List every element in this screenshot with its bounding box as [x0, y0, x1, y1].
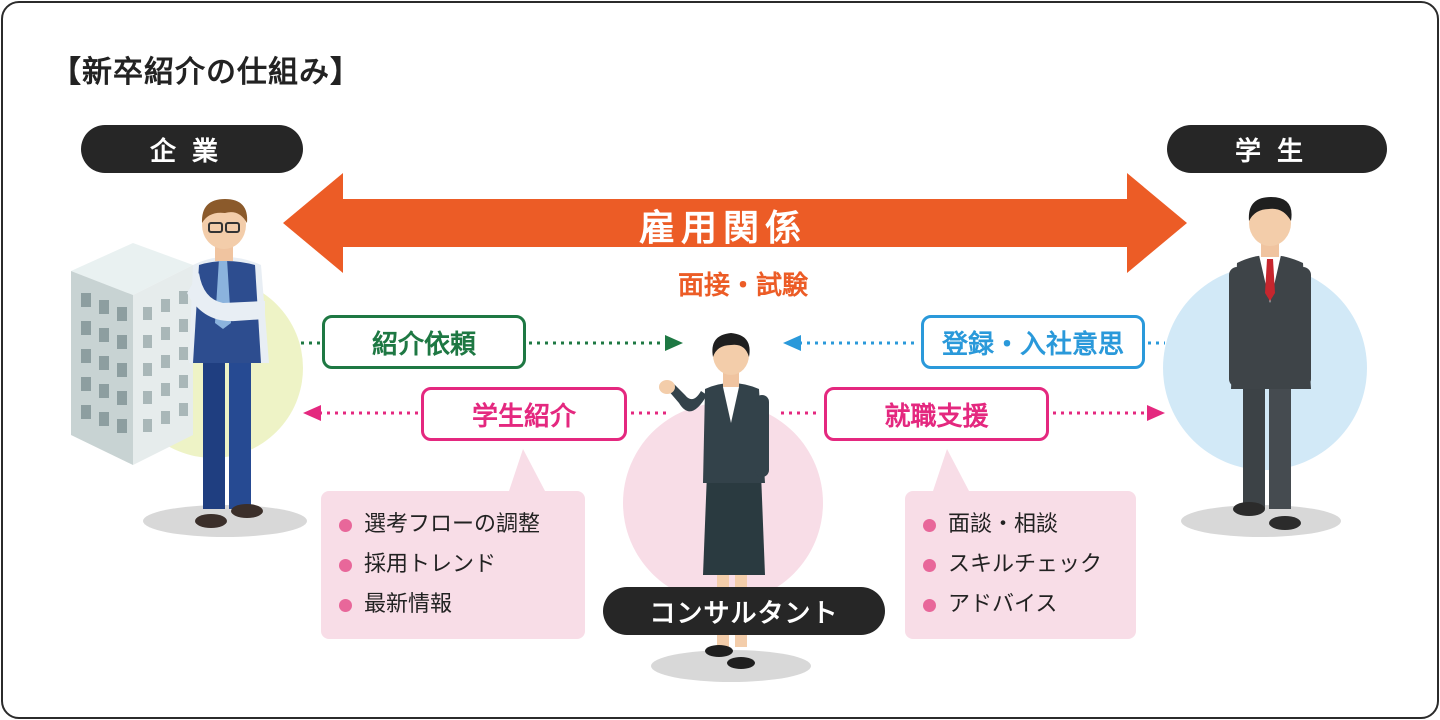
student-introduction-box: 学生紹介 — [421, 387, 627, 441]
bubble-tail-right — [933, 449, 969, 491]
green-arrowhead — [665, 335, 683, 351]
pink-arrowhead-right — [1147, 405, 1165, 421]
student-services-list: 面談・相談 スキルチェック アドバイス — [923, 505, 1136, 625]
student-shadow — [1181, 505, 1341, 537]
list-item: 選考フローの調整 — [339, 505, 585, 545]
list-item: スキルチェック — [923, 545, 1136, 585]
referral-request-box: 紹介依頼 — [322, 315, 526, 369]
list-item: 最新情報 — [339, 585, 585, 625]
employment-double-arrow — [283, 173, 1187, 273]
bullet-icon — [339, 598, 352, 612]
blue-arrowhead — [783, 335, 801, 351]
list-item: アドバイス — [923, 585, 1136, 625]
interview-exam-label: 面接・試験 — [677, 271, 808, 301]
company-label: 企業 — [81, 125, 303, 173]
bullet-icon — [923, 518, 936, 532]
company-person-icon — [187, 199, 269, 528]
list-item: 採用トレンド — [339, 545, 585, 585]
student-person-icon — [1229, 197, 1311, 530]
bullet-icon — [923, 558, 936, 572]
student-label: 学生 — [1167, 125, 1387, 173]
illustration-layer — [71, 173, 1367, 682]
list-item: 面談・相談 — [923, 505, 1136, 545]
company-services-list: 選考フローの調整 採用トレンド 最新情報 — [339, 505, 585, 625]
student-services-bubble: 面談・相談 スキルチェック アドバイス — [905, 491, 1136, 639]
job-support-box: 就職支援 — [824, 387, 1049, 441]
company-services-bubble: 選考フローの調整 採用トレンド 最新情報 — [321, 491, 585, 639]
building-icon — [71, 243, 193, 465]
bubble-tail-left — [509, 449, 545, 491]
pink-arrowhead-left — [303, 405, 321, 421]
consultant-label: コンサルタント — [603, 587, 885, 635]
registration-box: 登録・入社意思 — [921, 315, 1145, 369]
bullet-icon — [339, 558, 352, 572]
consultant-person-icon — [659, 333, 769, 669]
page-title: 【新卒紹介の仕組み】 — [51, 55, 361, 90]
bullet-icon — [339, 518, 352, 532]
employment-relationship-label: 雇用関係 — [638, 208, 807, 249]
bullet-icon — [923, 598, 936, 612]
